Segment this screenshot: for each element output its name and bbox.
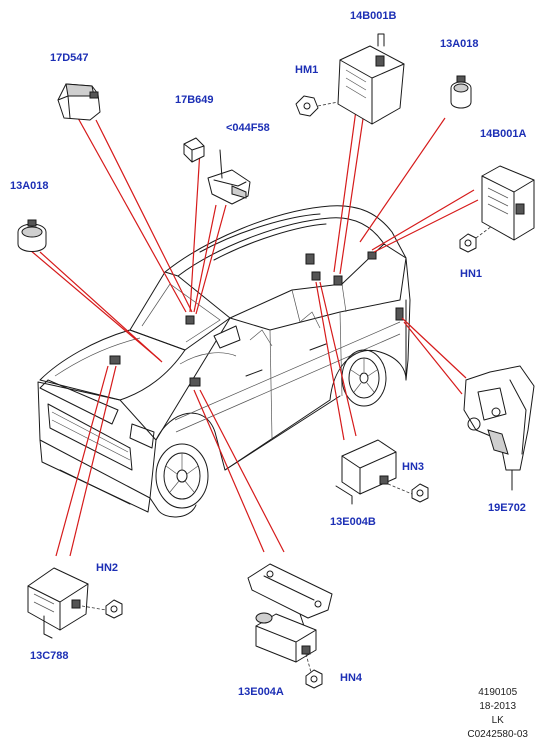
leader-lines <box>29 109 479 557</box>
drawing-info-block: 4190105 18-2013 LK C0242580-03 <box>467 686 528 742</box>
label-17b649: 17B649 <box>175 94 214 106</box>
label-14b001b: 14B001B <box>350 10 397 22</box>
component-14b001a-in-vehicle <box>367 251 377 260</box>
label-hn1: HN1 <box>460 268 483 280</box>
label-hn2: HN2 <box>96 562 119 574</box>
label-044f58: <044F58 <box>226 122 270 134</box>
part-13e004a <box>255 612 317 677</box>
component-13e004b-in-vehicle <box>311 271 321 281</box>
part-19e702 <box>463 365 535 491</box>
vehicle-illustration <box>37 205 411 518</box>
drawing-info-code: LK <box>491 715 504 726</box>
part-14b001a <box>481 165 535 241</box>
part-13e004b <box>335 439 413 505</box>
label-17d547: 17D547 <box>50 52 89 64</box>
label-13a018-top: 13A018 <box>440 38 479 50</box>
part-hn1 <box>459 225 493 253</box>
label-hm1: HM1 <box>295 64 319 76</box>
part-hn4 <box>305 669 323 689</box>
component-13c788-in-vehicle <box>109 355 121 365</box>
component-14b001b-in-vehicle <box>305 253 315 265</box>
part-13a018-left <box>17 219 47 252</box>
part-17d547 <box>57 83 101 121</box>
drawing-info-number: 4190105 <box>478 687 518 698</box>
label-13e004a: 13E004A <box>238 686 284 698</box>
label-13c788: 13C788 <box>30 650 69 662</box>
label-13a018-left: 13A018 <box>10 180 49 192</box>
component-hm1-in-vehicle <box>333 275 343 286</box>
part-044f58 <box>207 149 251 205</box>
part-14b001b <box>337 33 405 125</box>
part-hm1 <box>295 95 339 117</box>
component-13e004a-in-vehicle <box>189 377 201 387</box>
component-17b649-in-vehicle <box>185 315 195 325</box>
part-13a018-top <box>450 75 472 109</box>
component-19e702-in-vehicle <box>395 307 404 321</box>
label-13e004b: 13E004B <box>330 516 376 528</box>
label-19e702: 19E702 <box>488 502 526 514</box>
label-14b001a: 14B001A <box>480 128 527 140</box>
label-hn3: HN3 <box>402 461 425 473</box>
in-vehicle-components <box>109 251 404 387</box>
label-hn4: HN4 <box>340 672 363 684</box>
drawing-info-date: 18-2013 <box>479 701 517 712</box>
part-13c788 <box>27 567 107 639</box>
drawing-info-reference: C0242580-03 <box>467 729 528 740</box>
part-hn2 <box>105 599 123 619</box>
part-17b649 <box>183 137 205 163</box>
part-hn3 <box>411 483 429 503</box>
